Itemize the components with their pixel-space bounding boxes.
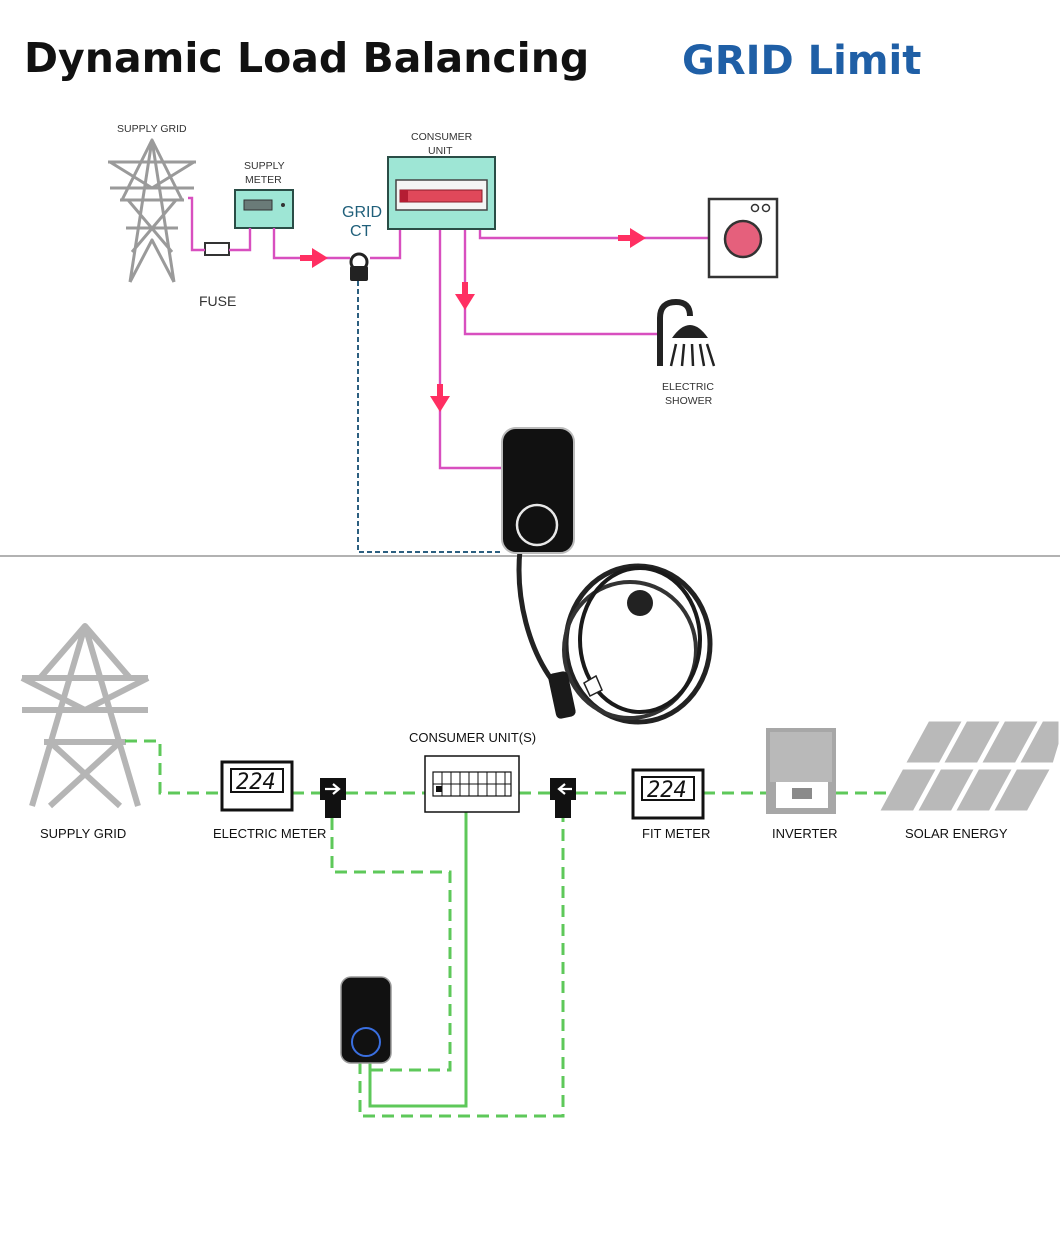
wiring-line — [125, 739, 888, 1118]
consumer-unit-label-1: CONSUMER — [411, 131, 473, 143]
supply-grid-label: SUPPLY GRID — [117, 123, 187, 135]
ev-charger-icon — [340, 976, 392, 1064]
solar-panel-icon — [875, 718, 1060, 814]
fit-meter-label: FIT METER — [642, 826, 710, 841]
grid-ct-label-2: CT — [350, 223, 372, 240]
pylon-icon — [108, 138, 196, 283]
flow-arrow-icon — [300, 248, 328, 268]
inverter-icon — [766, 728, 836, 814]
power-line — [188, 196, 708, 470]
consumer-unit-icon — [424, 755, 520, 813]
shower-label-1: ELECTRIC — [662, 381, 714, 393]
supply-meter-label-1: SUPPLY — [244, 160, 285, 172]
consumer-unit-label-2: UNIT — [428, 145, 453, 157]
flow-arrow-icon — [618, 228, 646, 248]
consumer-unit-icon — [387, 156, 496, 230]
pylon-icon — [20, 623, 150, 809]
current-transformer-icon — [349, 252, 369, 281]
ev-charger-icon — [501, 427, 713, 725]
fuse-label: FUSE — [199, 293, 236, 309]
bottom-diagram: SUPPLY GRID 224 ELECTRIC METER CONSUMER … — [20, 623, 1060, 1118]
supply-cable — [368, 812, 468, 1108]
consumer-units-label: CONSUMER UNIT(S) — [409, 730, 536, 745]
top-diagram: SUPPLY GRID FUSE SUPPLY METER GRID CT — [108, 123, 779, 553]
supply-grid-label: SUPPLY GRID — [40, 826, 126, 841]
flow-arrow-down-icon — [455, 282, 475, 310]
solar-energy-label: SOLAR ENERGY — [905, 826, 1008, 841]
page-title: Dynamic Load Balancing — [24, 34, 589, 82]
washing-machine-icon — [707, 197, 779, 279]
electric-meter-label: ELECTRIC METER — [213, 826, 326, 841]
electric-meter-readout: 224 — [236, 770, 276, 795]
inverter-label: INVERTER — [772, 826, 838, 841]
shower-label-2: SHOWER — [665, 395, 713, 407]
ct-signal-cable — [357, 281, 503, 553]
supply-meter-icon — [234, 189, 294, 229]
flow-arrow-down-icon — [430, 384, 450, 412]
grid-ct-label-1: GRID — [342, 204, 382, 221]
ct-clamp-icon — [320, 778, 346, 818]
grid-limit-heading: GRID Limit — [682, 38, 921, 84]
shower-icon — [657, 298, 716, 367]
ct-clamp-icon — [550, 778, 576, 818]
fit-meter-icon — [631, 768, 705, 820]
supply-meter-label-2: METER — [245, 174, 282, 186]
electric-meter-icon — [220, 760, 294, 812]
fit-meter-readout: 224 — [647, 778, 687, 803]
fuse-icon — [204, 242, 230, 256]
